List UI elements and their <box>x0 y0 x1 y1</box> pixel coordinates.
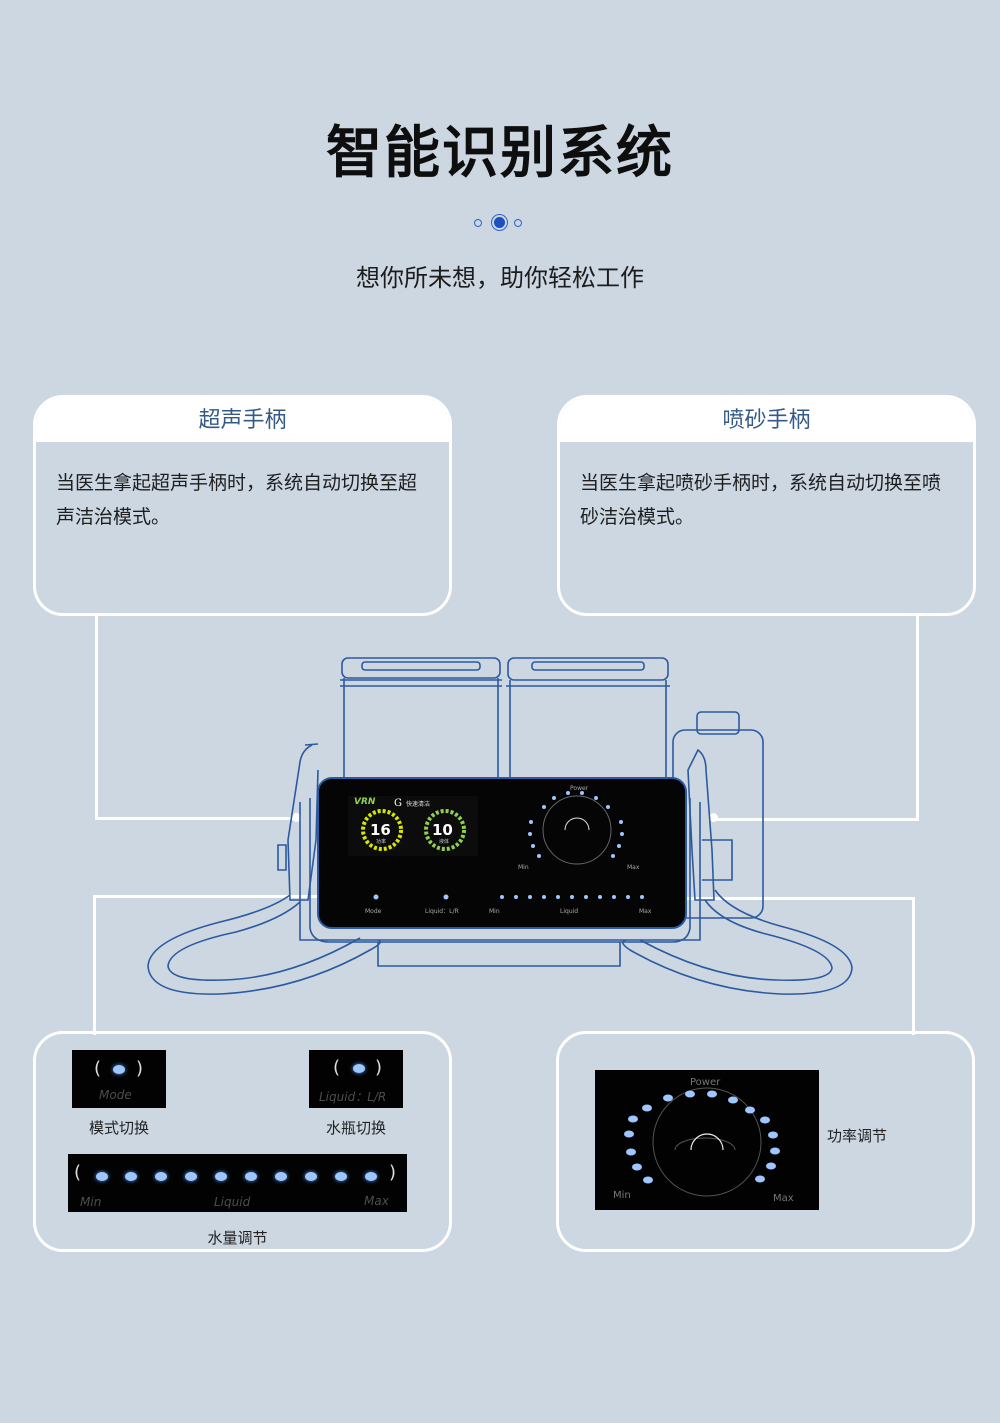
connector-line <box>680 897 915 1035</box>
mode-button-image[interactable]: ( ) Mode <box>72 1050 166 1108</box>
mode-caption: Mode <box>99 1088 132 1102</box>
led-icon <box>245 1172 257 1181</box>
page-title: 智能识别系统 <box>326 121 674 186</box>
connector-dot <box>292 813 301 822</box>
liquid-lr-caption: Liquid：L/R <box>319 1090 387 1104</box>
led-icon <box>155 1172 167 1181</box>
mode-switch-label: 模式切换 <box>88 1119 149 1137</box>
gauge-left-label: 功率 <box>376 838 386 845</box>
device-liquid-lr-label: Liquid：L/R <box>425 908 459 915</box>
paren-right-icon: ) <box>389 1162 397 1183</box>
connector-line <box>93 895 334 1035</box>
led-icon <box>215 1172 227 1181</box>
liquid-button-image[interactable]: ( ) Liquid：L/R <box>309 1050 403 1108</box>
card-description: 当医生拿起喷砂手柄时，系统自动切换至喷砂洁治模式。 <box>580 472 942 528</box>
power-card <box>556 1031 975 1252</box>
led-icon <box>305 1172 317 1181</box>
buttons-card <box>33 1031 452 1252</box>
led-icon <box>275 1172 287 1181</box>
connector-dot <box>709 813 718 822</box>
device-power-label: Power <box>570 785 589 792</box>
bottle-switch-label: 水瓶切换 <box>325 1119 386 1137</box>
connector-line <box>95 616 299 820</box>
card-title: 超声手柄 <box>36 398 449 442</box>
liquid-caption: Liquid <box>214 1195 251 1209</box>
device-liquid-label: Liquid <box>560 908 578 915</box>
power-caption: Power <box>690 1077 721 1088</box>
power-dial-image[interactable]: Power Min Max <box>595 1070 819 1210</box>
power-max-caption: Max <box>773 1193 794 1204</box>
led-icon <box>185 1172 197 1181</box>
led-icon <box>365 1172 377 1181</box>
led-icon <box>96 1172 108 1181</box>
brand-logo: VRN <box>354 797 376 807</box>
device-max-label: Max <box>627 864 640 871</box>
device-illustration: VRN G 快速清洁 16 10 功率 液体 Power Min Max Mod… <box>147 657 853 995</box>
liquid-max-caption: Max <box>364 1194 389 1208</box>
pagination-dots <box>474 217 526 229</box>
mode-glyph: G <box>394 798 402 809</box>
gauge-left-value: 16 <box>370 821 391 839</box>
paren-left-icon: ( <box>74 1162 82 1183</box>
gauge-right-label: 液体 <box>439 838 449 845</box>
paren-right-icon: ) <box>136 1058 144 1079</box>
device-max-bottom-label: Max <box>639 908 652 915</box>
led-icon <box>353 1064 365 1073</box>
liquid-min-caption: Min <box>80 1195 102 1209</box>
power-dial-graphic <box>624 1087 780 1197</box>
pagination-dot-active[interactable] <box>494 217 505 228</box>
gauge-right-value: 10 <box>432 821 453 839</box>
led-icon <box>113 1065 125 1074</box>
device-min-bottom-label: Min <box>489 908 500 915</box>
device-min-label: Min <box>518 864 529 871</box>
sandblast-handle-card: 喷砂手柄 当医生拿起喷砂手柄时，系统自动切换至喷砂洁治模式。 <box>557 395 976 616</box>
pagination-dot[interactable] <box>514 219 522 227</box>
led-icon <box>125 1172 137 1181</box>
device-mode-label: Mode <box>365 908 382 915</box>
card-title: 喷砂手柄 <box>560 398 973 442</box>
card-description: 当医生拿起超声手柄时，系统自动切换至超声洁治模式。 <box>56 472 418 528</box>
paren-right-icon: ) <box>375 1057 383 1078</box>
water-adjust-label: 水量调节 <box>207 1229 268 1247</box>
liquid-slider-image[interactable]: ( ) Min Liquid Max <box>68 1154 407 1212</box>
ultrasonic-handle-card: 超声手柄 当医生拿起超声手柄时，系统自动切换至超声洁治模式。 <box>33 395 452 616</box>
pagination-dot[interactable] <box>474 219 482 227</box>
power-adjust-label: 功率调节 <box>827 1127 888 1145</box>
mode-text: 快速清洁 <box>406 800 430 808</box>
connector-line <box>713 616 919 821</box>
paren-left-icon: ( <box>94 1058 102 1079</box>
power-min-caption: Min <box>613 1190 631 1201</box>
led-icon <box>335 1172 347 1181</box>
page-subtitle: 想你所未想，助你轻松工作 <box>356 264 644 292</box>
paren-left-icon: ( <box>333 1057 341 1078</box>
